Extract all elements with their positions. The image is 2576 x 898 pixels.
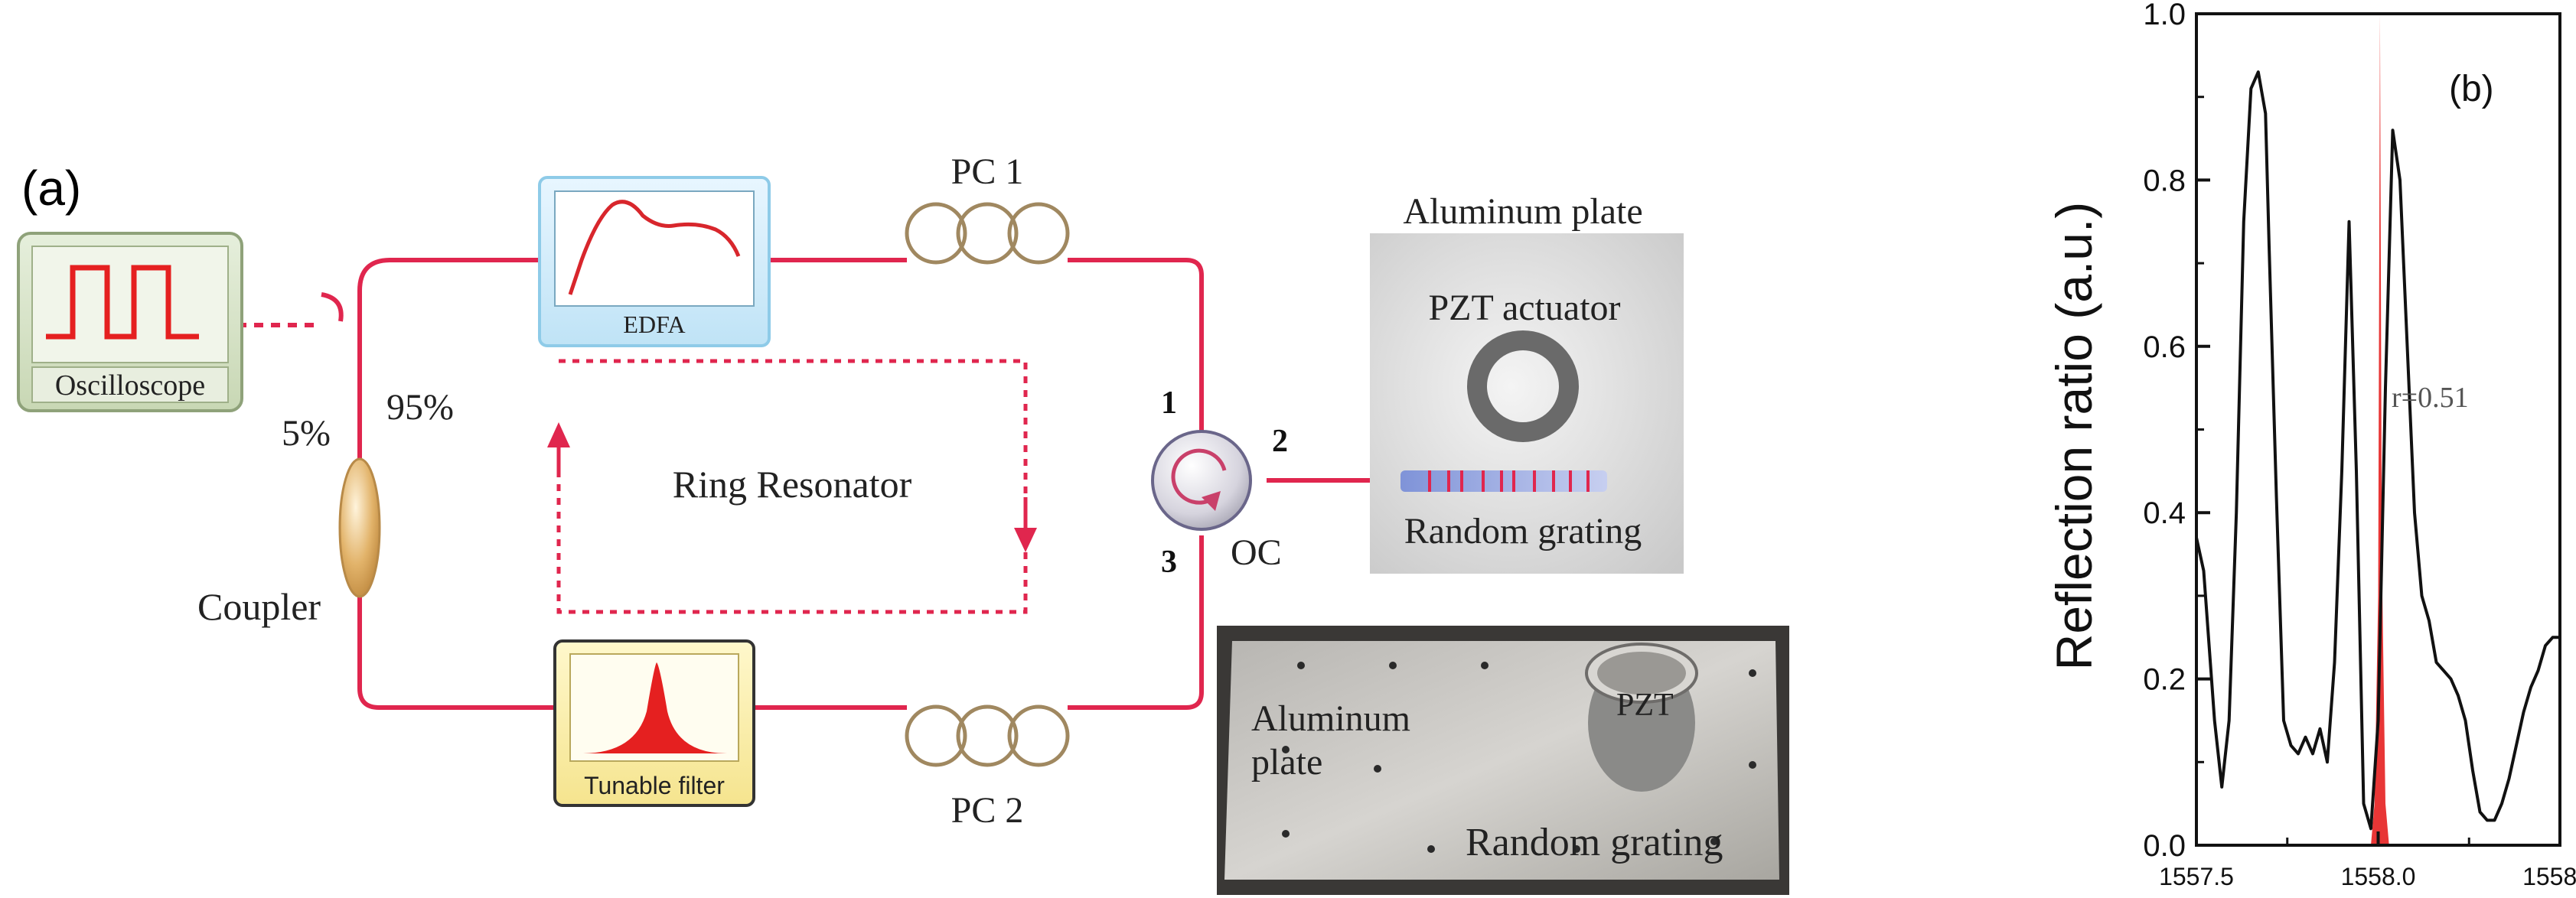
photo-grating-label: Random grating [1466, 821, 1723, 864]
oc-port-1: 1 [1161, 386, 1177, 421]
photo-plate-label-1: Aluminum [1251, 698, 1410, 739]
fiber-filter-to-coupler [357, 581, 555, 710]
circulator-icon [1151, 430, 1252, 531]
polarization-controller-1: PC 1 [905, 151, 1070, 265]
oc-label: OC [1231, 532, 1282, 573]
x-tick-label: 1558.0 [2341, 863, 2416, 890]
pzt-ring-icon [1467, 330, 1579, 442]
aluminum-plate-schematic [1370, 233, 1684, 574]
fiber-upper-left [357, 258, 540, 474]
oc-port-3: 3 [1161, 545, 1177, 580]
ring-resonator: Ring Resonator [547, 359, 1037, 614]
panel-a: (a) Oscilloscope EDFA [17, 151, 1789, 895]
edfa: EDFA [538, 176, 771, 347]
panel-b: Reflection ratio (a.u.) 0.0 0.2 0.4 0.6 0.8 1… [2046, 0, 2576, 890]
pzt-actuator-label: PZT actuator [1428, 288, 1620, 328]
red-peak-series [2371, 14, 2389, 845]
y-tick-label: 0.0 [2143, 829, 2186, 863]
y-tick-label: 1.0 [2143, 0, 2186, 31]
square-wave-icon [46, 265, 199, 340]
plate-title: Aluminum plate [1403, 191, 1642, 232]
fiber-5pct-branch [321, 292, 344, 322]
y-tick-label: 0.4 [2143, 496, 2186, 530]
reflection-annotation: r=0.51 [2392, 382, 2469, 414]
x-tick-label: 1558.5 [2522, 863, 2576, 890]
x-tick-label: 1557.5 [2159, 863, 2234, 890]
panel-b-label: (b) [2449, 69, 2494, 109]
pc1-label: PC 1 [951, 151, 1024, 192]
optical-circulator: 1 2 3 OC [1151, 386, 1288, 580]
grating-marks [1428, 470, 1590, 492]
arrow-down-icon [1014, 528, 1037, 552]
y-tick-label: 0.8 [2143, 164, 2186, 197]
oscilloscope: Oscilloscope [17, 232, 243, 412]
polarization-controller-2: PC 2 [905, 704, 1070, 831]
oscilloscope-label: Oscilloscope [55, 369, 205, 402]
pc-coil-icon [1007, 704, 1070, 767]
y-tick-label: 0.6 [2143, 330, 2186, 364]
fiber-loop [321, 258, 1400, 710]
y-tick-label: 0.2 [2143, 663, 2186, 697]
schematic-plate: Aluminum plate PZT actuator Random grati… [1370, 191, 1684, 574]
panel-a-label: (a) [21, 161, 81, 216]
coupler-label: Coupler [197, 585, 321, 628]
photo-pzt-label: PZT [1616, 688, 1674, 723]
ring-resonator-label: Ring Resonator [673, 463, 912, 506]
circulator-arrow-icon [1202, 491, 1221, 511]
filter-peak-icon [582, 662, 727, 753]
tunable-filter: Tunable filter [553, 639, 755, 807]
setup-photo: Aluminum plate PZT Random grating [1217, 626, 1789, 895]
coupler-port-5pct: 5% [282, 413, 331, 454]
coupler-icon [338, 457, 381, 598]
reflection-chart: 0.0 0.2 0.4 0.6 0.8 1.0 1557.5 1558.0 1558.5 [2143, 0, 2576, 890]
bolt-holes [1282, 662, 1756, 853]
gain-curve-icon [568, 200, 741, 295]
arrow-up-icon [547, 422, 570, 447]
coupler-port-95pct: 95% [386, 387, 454, 428]
coupler: Coupler 5% 95% [197, 387, 454, 628]
random-grating-icon [1400, 470, 1607, 492]
pc-coil-icon [956, 202, 1019, 265]
tunable-filter-label: Tunable filter [584, 772, 725, 799]
pc2-label: PC 2 [951, 790, 1024, 831]
pc-coil-icon [905, 704, 967, 767]
y-axis-label: Reflection ratio (a.u.) [2046, 202, 2102, 671]
fiber-oc-to-pc2 [1068, 535, 1204, 710]
pc-coil-icon [1007, 202, 1070, 265]
edfa-label: EDFA [623, 311, 685, 338]
photo-plate-label-2: plate [1251, 742, 1322, 782]
oc-port-2: 2 [1272, 424, 1288, 459]
pc-coil-icon [905, 202, 967, 265]
fiber-pc1-to-oc [1068, 258, 1204, 444]
random-grating-label: Random grating [1404, 511, 1642, 551]
reflection-line-series [2195, 70, 2560, 831]
pc-coil-icon [956, 704, 1019, 767]
